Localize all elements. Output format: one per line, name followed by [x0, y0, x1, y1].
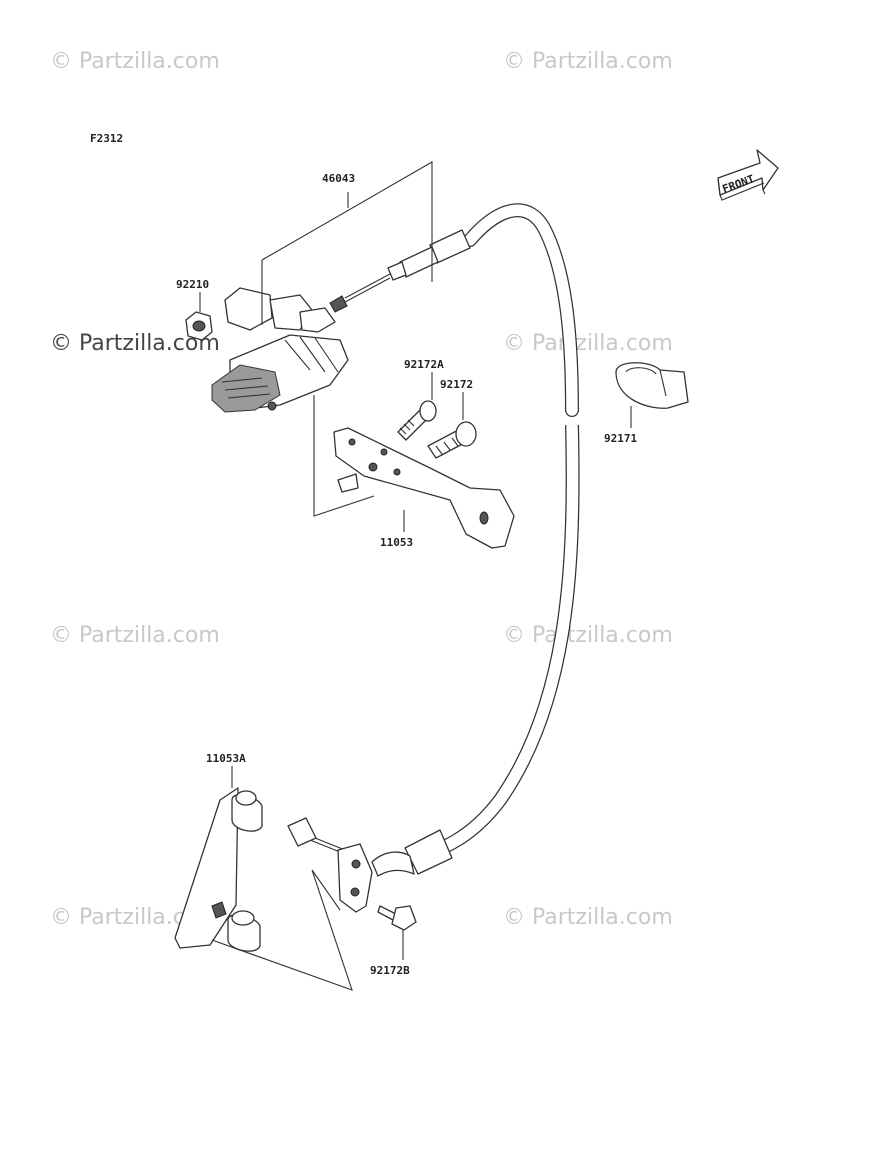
label-11053: 11053 — [380, 536, 413, 549]
throttle-cable — [287, 203, 580, 877]
cable-clamp — [615, 362, 689, 409]
watermark: © Partzilla.com — [503, 49, 673, 74]
throttle-lever — [211, 287, 349, 413]
screw — [427, 421, 477, 459]
watermark: © Partzilla.com — [50, 623, 220, 648]
bracket-a — [174, 787, 373, 952]
label-92172b: 92172B — [370, 964, 410, 977]
watermark: © Partzilla.com — [503, 331, 673, 356]
label-11053a: 11053A — [206, 752, 246, 765]
label-46043: 46043 — [322, 172, 355, 185]
watermarks: © Partzilla.com © Partzilla.com © Partzi… — [50, 49, 673, 930]
watermark: © Partzilla.com — [503, 623, 673, 648]
label-92172: 92172 — [440, 378, 473, 391]
watermark: © Partzilla.com — [503, 905, 673, 930]
screw-a — [397, 400, 437, 441]
label-92172a: 92172A — [404, 358, 444, 371]
leader-11053 — [313, 395, 405, 532]
nut — [185, 311, 213, 341]
bolt-b — [377, 905, 417, 931]
leader-46043 — [261, 161, 433, 325]
watermark: © Partzilla.com — [50, 49, 220, 74]
front-arrow-icon: FRONT — [717, 149, 779, 201]
figure-code: F2312 — [90, 132, 123, 145]
bracket — [333, 427, 515, 549]
leader-11053a — [211, 766, 353, 991]
label-92210: 92210 — [176, 278, 209, 291]
label-92171: 92171 — [604, 432, 637, 445]
